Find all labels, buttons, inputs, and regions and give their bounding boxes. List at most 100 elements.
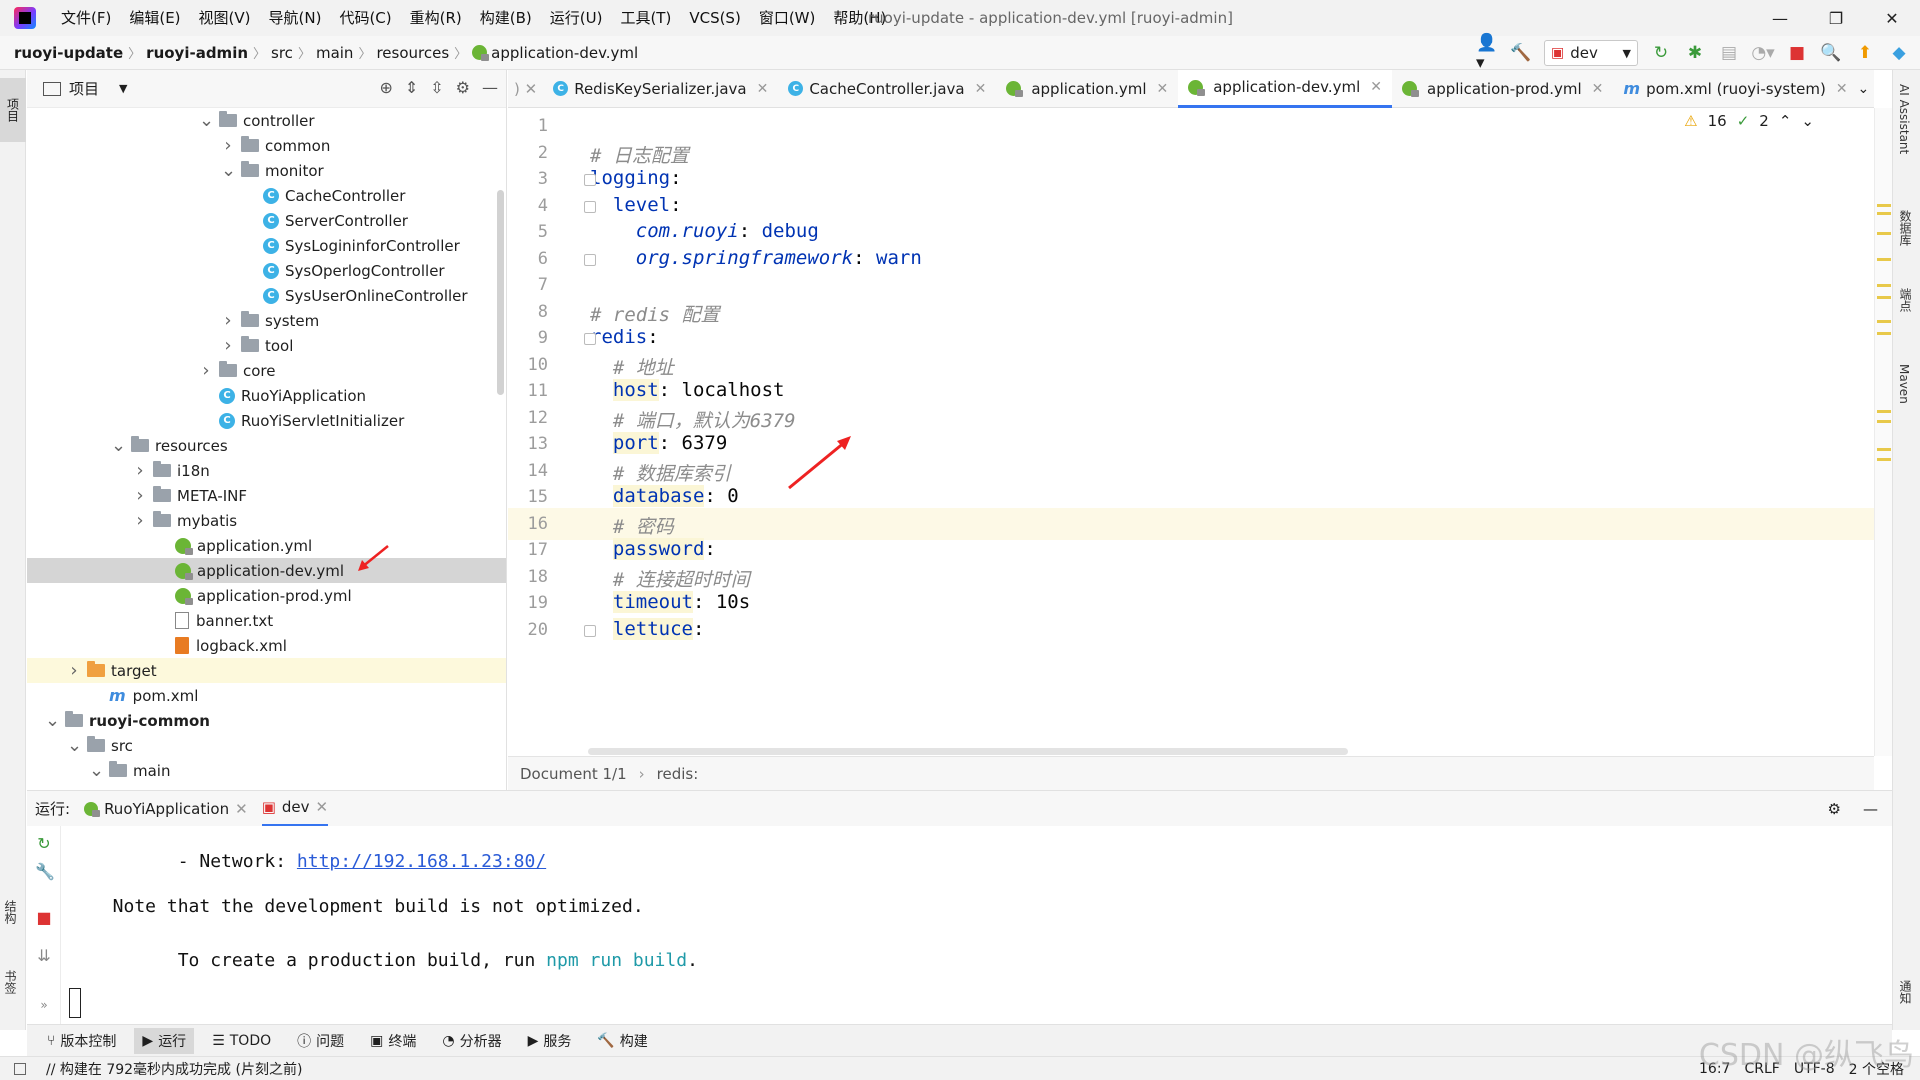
- collapsed-arrow-icon[interactable]: ›: [224, 135, 232, 156]
- run-tab-dev[interactable]: ▣ dev ✕: [261, 791, 329, 827]
- collapsed-arrow-icon[interactable]: ›: [136, 510, 144, 531]
- ai-assistant-tab[interactable]: AI Assistant: [1897, 84, 1911, 155]
- run-console[interactable]: ↻ 🔧 ■ ⇊ » - Network: http://192.168.1.23…: [27, 826, 1892, 1024]
- close-icon[interactable]: ✕: [1370, 79, 1383, 95]
- inspection-widget[interactable]: ⚠ 16 ✓ 2 ⌃ ⌄: [1684, 112, 1814, 130]
- editor-horizontal-scrollbar[interactable]: [588, 748, 1348, 755]
- menu-item[interactable]: 导航(N): [268, 9, 322, 27]
- tree-item[interactable]: ⌄resources: [27, 433, 506, 458]
- tree-item[interactable]: ›META-INF: [27, 483, 506, 508]
- fold-marker-icon[interactable]: [584, 333, 596, 345]
- endpoints-tab[interactable]: 端点: [1898, 288, 1912, 312]
- editor-tab[interactable]: application-dev.yml✕: [1178, 69, 1393, 108]
- collapsed-arrow-icon[interactable]: ›: [224, 310, 232, 331]
- tree-item[interactable]: application-dev.yml: [27, 558, 506, 583]
- close-icon[interactable]: ✕: [1591, 80, 1604, 97]
- warning-mark[interactable]: [1877, 204, 1891, 207]
- layout-toggle-icon[interactable]: [14, 1062, 26, 1075]
- crumb-module[interactable]: ruoyi-admin: [146, 43, 249, 62]
- status-message[interactable]: // 构建在 792毫秒内成功完成 (片刻之前): [46, 1061, 303, 1078]
- network-url-link[interactable]: http://192.168.1.23:80/: [296, 851, 547, 872]
- editor-tab[interactable]: application-prod.yml✕: [1392, 70, 1613, 108]
- tree-item[interactable]: application-prod.yml: [27, 583, 506, 608]
- tree-item[interactable]: ›system: [27, 308, 506, 333]
- close-icon[interactable]: ✕: [1156, 80, 1169, 97]
- tree-item[interactable]: ⌄main: [27, 758, 506, 783]
- warning-mark[interactable]: [1877, 212, 1891, 215]
- error-stripe[interactable]: [1874, 108, 1892, 756]
- tree-item[interactable]: ›target: [27, 658, 506, 683]
- structure-tool-tab[interactable]: 结构: [3, 900, 17, 924]
- tree-item[interactable]: ›tool: [27, 333, 506, 358]
- menu-item[interactable]: VCS(S): [689, 9, 741, 27]
- close-icon[interactable]: ✕: [235, 799, 248, 818]
- warning-mark[interactable]: [1877, 332, 1891, 335]
- fold-marker-icon[interactable]: [584, 253, 596, 266]
- run-tab-ruoyiapplication[interactable]: RuoYiApplication ✕: [84, 791, 248, 827]
- update-icon[interactable]: ⬆: [1857, 43, 1873, 63]
- stop-icon[interactable]: ■: [1788, 43, 1806, 63]
- close-window-button[interactable]: ✕: [1885, 8, 1899, 28]
- hide-panel-icon[interactable]: —: [482, 78, 498, 97]
- expand-all-icon[interactable]: ⇕: [404, 78, 419, 97]
- gear-icon[interactable]: ⚙: [1827, 799, 1841, 818]
- warning-mark[interactable]: [1877, 284, 1891, 287]
- restore-button[interactable]: ❐: [1828, 8, 1844, 28]
- document-crumb[interactable]: Document 1/1: [520, 764, 627, 783]
- locate-file-icon[interactable]: ⊕: [379, 78, 393, 97]
- crumb-src[interactable]: src: [271, 43, 293, 62]
- tree-item[interactable]: banner.txt: [27, 608, 506, 633]
- tree-item[interactable]: ›i18n: [27, 458, 506, 483]
- indent-setting[interactable]: 2 个空格: [1848, 1062, 1904, 1078]
- collapsed-arrow-icon[interactable]: ›: [224, 335, 232, 356]
- more-actions-icon[interactable]: »: [40, 998, 48, 1012]
- tool-tab[interactable]: ◔分析器: [434, 1028, 509, 1054]
- tree-item[interactable]: ⌄controller: [27, 108, 506, 133]
- tree-item[interactable]: ›mybatis: [27, 508, 506, 533]
- user-icon[interactable]: 👤▾: [1476, 33, 1498, 73]
- crumb-project[interactable]: ruoyi-update: [14, 43, 124, 62]
- run-config-select[interactable]: ▣ dev ▼: [1544, 40, 1638, 66]
- close-icon[interactable]: ✕: [974, 80, 987, 97]
- crumb-main[interactable]: main: [315, 43, 354, 62]
- file-encoding[interactable]: UTF-8: [1793, 1061, 1835, 1077]
- collapsed-arrow-icon[interactable]: ›: [70, 660, 78, 681]
- menu-item[interactable]: 编辑(E): [129, 9, 181, 27]
- expanded-arrow-icon[interactable]: ⌄: [67, 735, 83, 756]
- close-icon[interactable]: ✕: [756, 80, 769, 97]
- menu-item[interactable]: 运行(U): [549, 9, 603, 27]
- warning-mark[interactable]: [1877, 458, 1891, 461]
- crumb-file[interactable]: application-dev.yml: [491, 43, 639, 62]
- expanded-arrow-icon[interactable]: ⌄: [199, 110, 215, 131]
- gear-icon[interactable]: ⚙: [455, 78, 470, 97]
- collapsed-arrow-icon[interactable]: ›: [202, 360, 210, 381]
- tree-item[interactable]: ›common: [27, 133, 506, 158]
- warning-mark[interactable]: [1877, 296, 1891, 299]
- expanded-arrow-icon[interactable]: ⌄: [111, 435, 127, 456]
- jetbrains-ai-icon[interactable]: ◆: [1892, 43, 1906, 63]
- expanded-arrow-icon[interactable]: ⌄: [45, 710, 61, 731]
- editor-tab[interactable]: application.yml✕: [996, 70, 1178, 108]
- tool-tab[interactable]: 🔨构建: [589, 1028, 655, 1054]
- scroll-to-end-icon[interactable]: ⇊: [37, 946, 51, 965]
- close-icon[interactable]: ✕: [315, 798, 329, 816]
- node-crumb[interactable]: redis:: [656, 764, 699, 783]
- fold-marker-icon[interactable]: [584, 624, 596, 637]
- tree-item[interactable]: ›core: [27, 358, 506, 383]
- menu-item[interactable]: 重构(R): [409, 9, 462, 27]
- coverage-icon[interactable]: ▤: [1720, 43, 1738, 63]
- tool-tab[interactable]: ▶运行: [134, 1027, 195, 1054]
- tool-tab[interactable]: ▣终端: [362, 1028, 424, 1054]
- debug-bug-icon[interactable]: ✱: [1687, 43, 1703, 63]
- warning-mark[interactable]: [1877, 448, 1891, 451]
- menu-item[interactable]: 视图(V): [198, 9, 251, 27]
- collapsed-arrow-icon[interactable]: ›: [136, 485, 144, 506]
- menu-item[interactable]: 文件(F): [61, 9, 112, 27]
- warning-mark[interactable]: [1877, 420, 1891, 423]
